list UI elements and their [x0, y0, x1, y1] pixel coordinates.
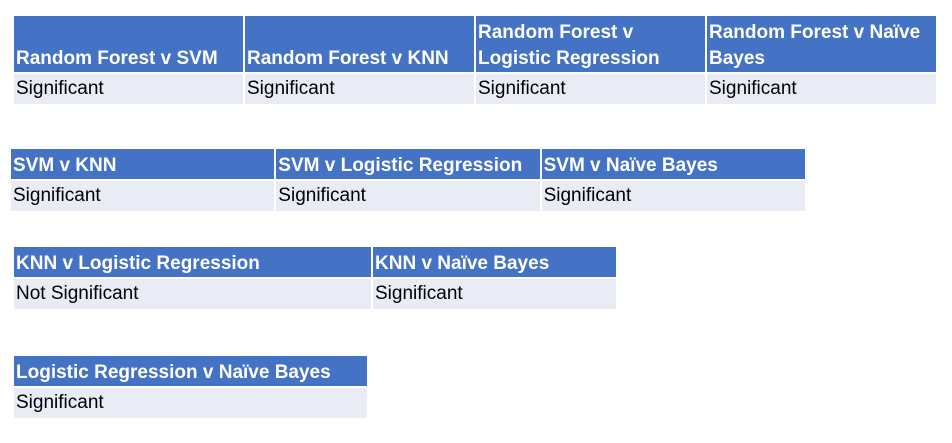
- result-knn-vs-naive-bayes: Significant: [373, 279, 616, 309]
- result-svm-vs-logistic-regression: Significant: [276, 181, 540, 211]
- comparison-table-logistic-regression: Logistic Regression v Naïve Bayes Signif…: [12, 354, 369, 420]
- header-rf-vs-logistic-regression: Random Forest v Logistic Regression: [476, 16, 705, 72]
- result-rf-vs-naive-bayes: Significant: [707, 74, 936, 104]
- result-logistic-regression-vs-naive-bayes: Significant: [14, 388, 367, 418]
- header-knn-vs-naive-bayes: KNN v Naïve Bayes: [373, 247, 616, 277]
- table-row: Significant Significant Significant Sign…: [14, 74, 936, 104]
- header-rf-vs-knn: Random Forest v KNN: [245, 16, 474, 72]
- table-header-row: KNN v Logistic Regression KNN v Naïve Ba…: [14, 247, 616, 277]
- comparison-table-svm: SVM v KNN SVM v Logistic Regression SVM …: [9, 147, 807, 213]
- header-knn-vs-logistic-regression: KNN v Logistic Regression: [14, 247, 371, 277]
- result-knn-vs-logistic-regression: Not Significant: [14, 279, 371, 309]
- header-svm-vs-knn: SVM v KNN: [11, 149, 275, 179]
- table-header-row: SVM v KNN SVM v Logistic Regression SVM …: [11, 149, 805, 179]
- table-header-row: Random Forest v SVM Random Forest v KNN …: [14, 16, 936, 72]
- header-svm-vs-logistic-regression: SVM v Logistic Regression: [276, 149, 540, 179]
- header-rf-vs-svm: Random Forest v SVM: [14, 16, 243, 72]
- header-logistic-regression-vs-naive-bayes: Logistic Regression v Naïve Bayes: [14, 356, 367, 386]
- result-rf-vs-logistic-regression: Significant: [476, 74, 705, 104]
- header-rf-vs-naive-bayes: Random Forest v Naïve Bayes: [707, 16, 936, 72]
- result-rf-vs-svm: Significant: [14, 74, 243, 104]
- table-row: Not Significant Significant: [14, 279, 616, 309]
- comparison-table-random-forest: Random Forest v SVM Random Forest v KNN …: [12, 14, 938, 106]
- result-rf-vs-knn: Significant: [245, 74, 474, 104]
- table-header-row: Logistic Regression v Naïve Bayes: [14, 356, 367, 386]
- comparison-table-knn: KNN v Logistic Regression KNN v Naïve Ba…: [12, 245, 618, 311]
- header-svm-vs-naive-bayes: SVM v Naïve Bayes: [541, 149, 805, 179]
- result-svm-vs-knn: Significant: [11, 181, 275, 211]
- table-row: Significant: [14, 388, 367, 418]
- result-svm-vs-naive-bayes: Significant: [541, 181, 805, 211]
- table-row: Significant Significant Significant: [11, 181, 805, 211]
